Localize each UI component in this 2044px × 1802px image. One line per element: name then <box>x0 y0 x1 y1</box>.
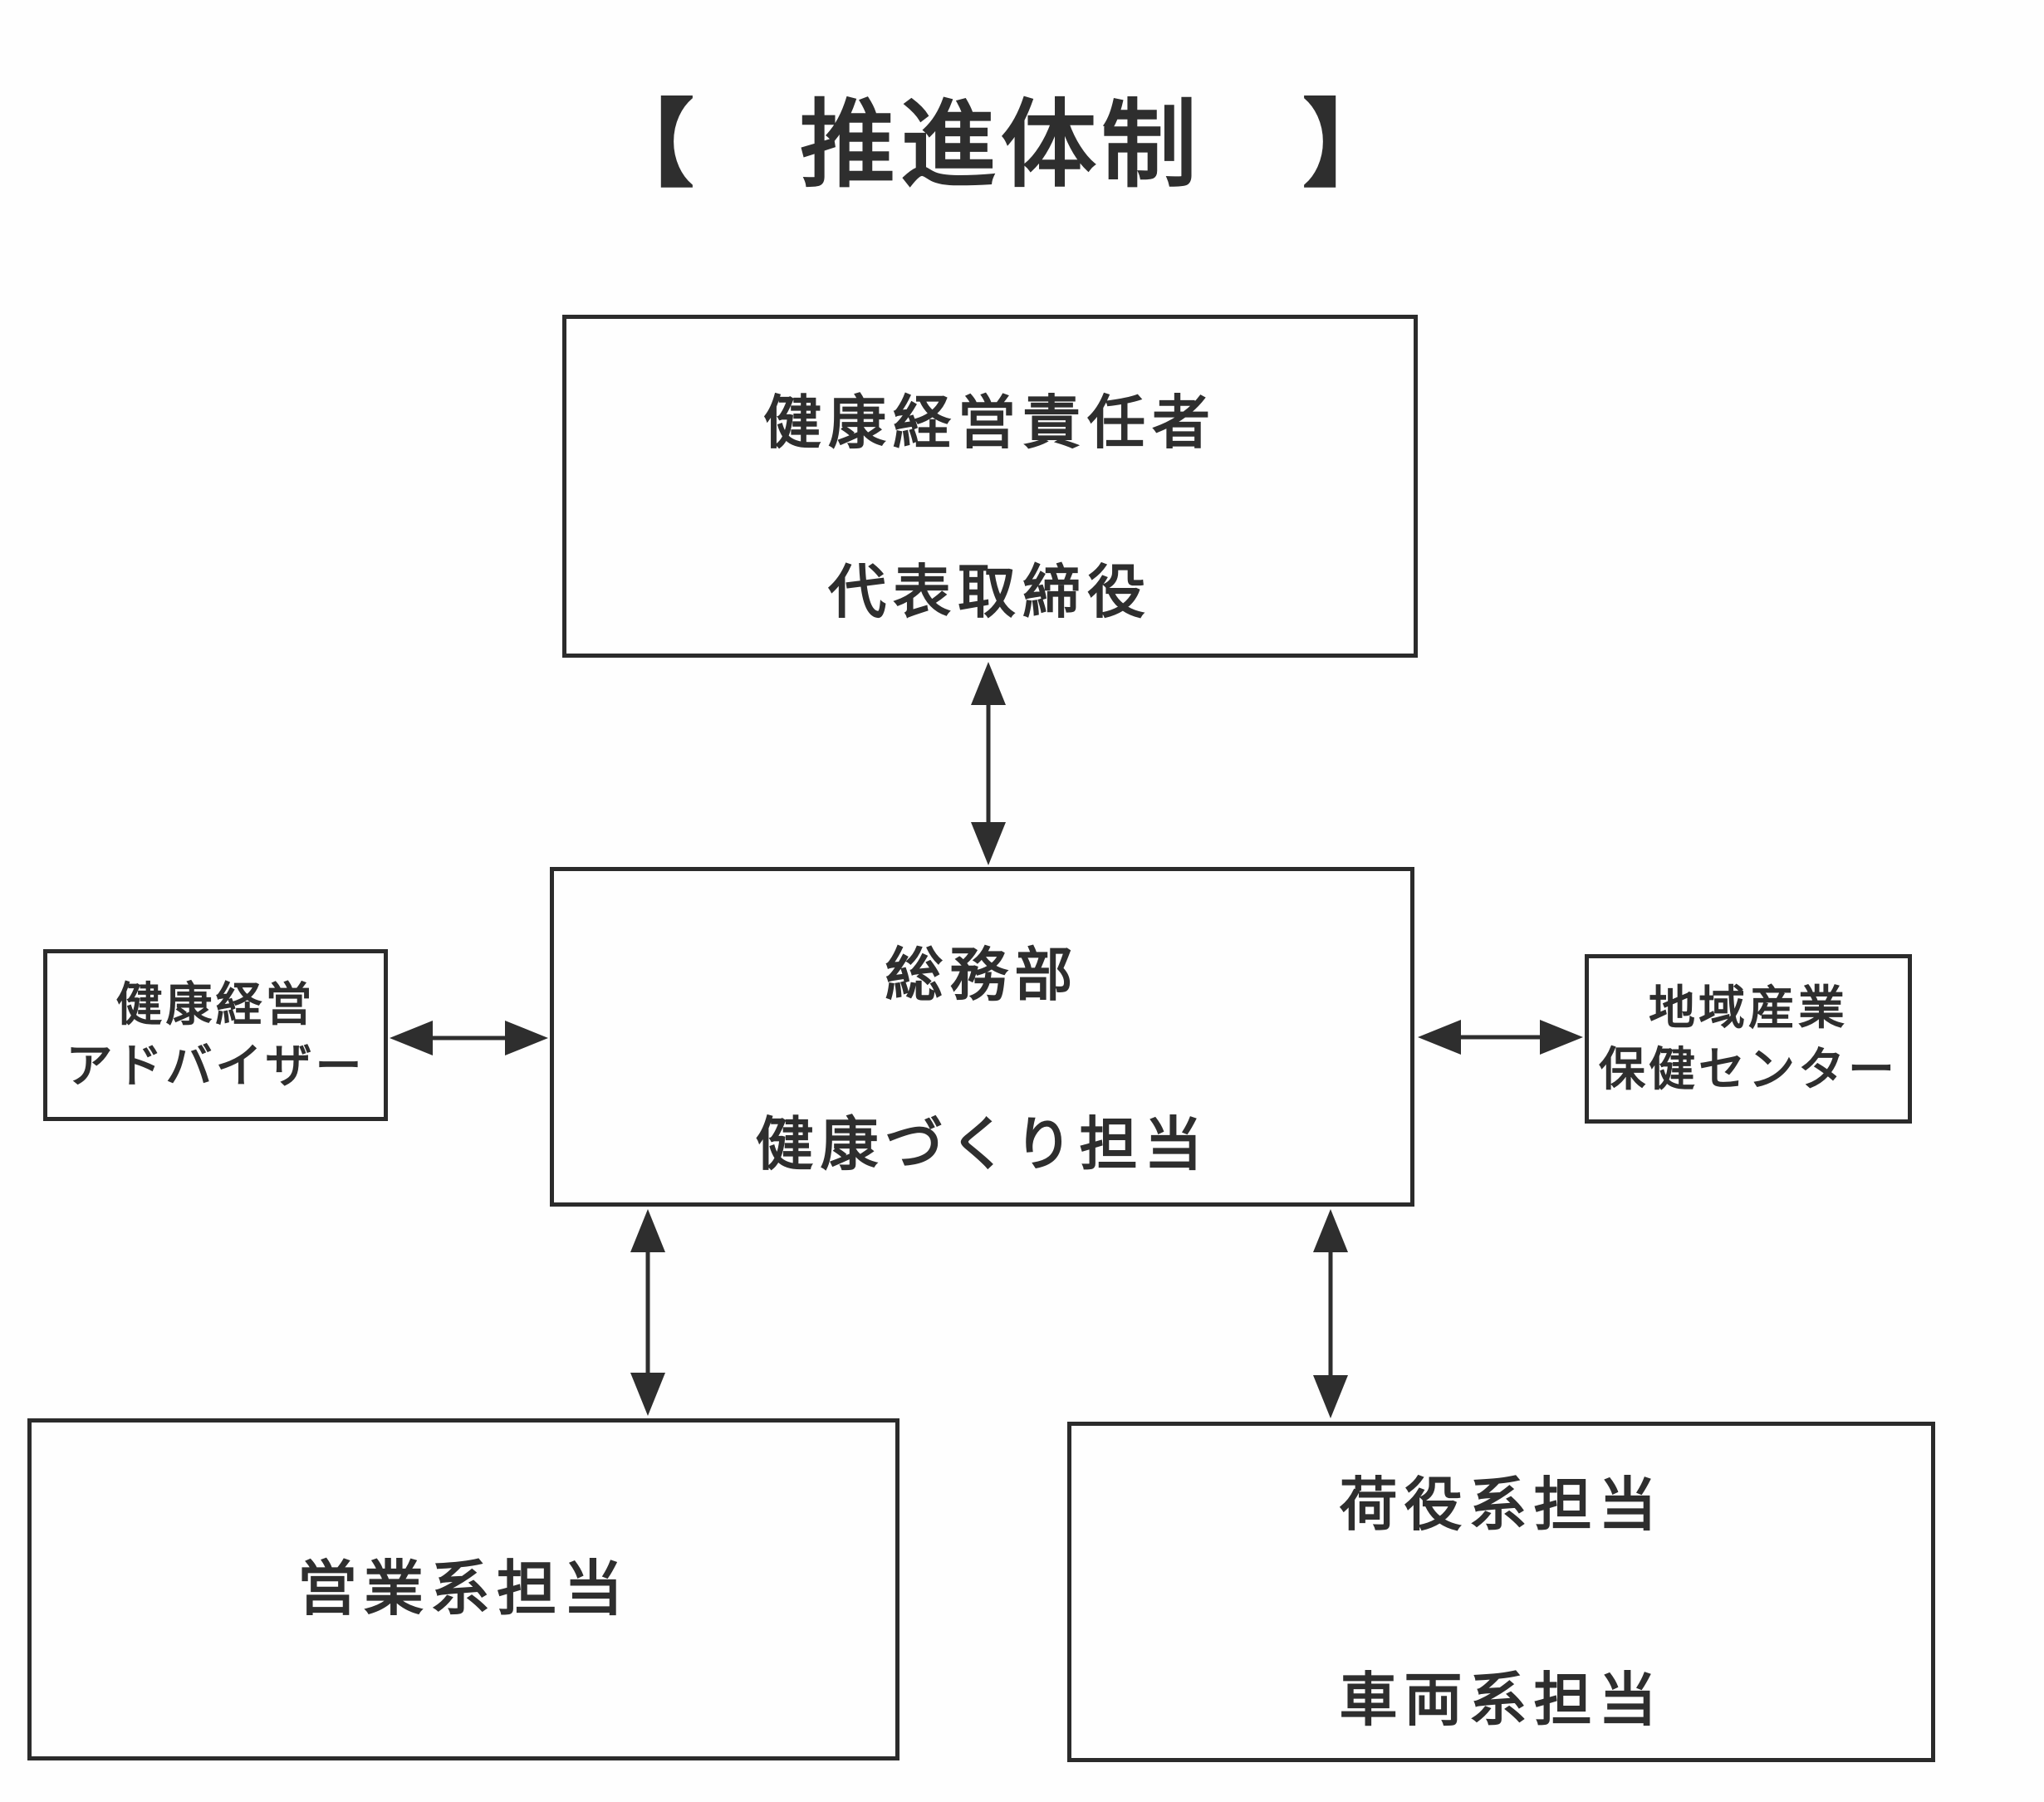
page-title: 【 推進体制 】 <box>598 92 1403 198</box>
node-line-director-title: 健康経営責任者 <box>763 390 1217 455</box>
node-line-health-promotion-staff: 健康づくり担当 <box>755 1112 1209 1177</box>
arrow-advisor-general-affairs-icon <box>390 1021 548 1055</box>
node-line-advisor-1: 健康経営 <box>115 977 316 1031</box>
node-line-advisor-2: アドバイザー <box>66 1039 365 1092</box>
arrow-general-affairs-regional-center-icon <box>1418 1020 1583 1055</box>
node-line-sales-staff: 営業系担当 <box>297 1556 630 1623</box>
arrow-general-affairs-sales-icon <box>630 1209 665 1416</box>
node-line-cargo-staff: 荷役系担当 <box>1339 1472 1664 1537</box>
node-line-regional-1: 地域産業 <box>1649 982 1848 1034</box>
node-health-management-director: 健康経営責任者 代表取締役 <box>562 315 1418 658</box>
node-regional-occupational-health-center: 地域産業 保健センター <box>1585 954 1912 1124</box>
node-sales-group: 営業系担当 <box>27 1418 899 1760</box>
node-line-general-affairs: 総務部 <box>885 943 1080 1007</box>
node-cargo-vehicle-group: 荷役系担当 車両系担当 <box>1067 1422 1935 1762</box>
arrow-director-general-affairs-icon <box>971 662 1006 865</box>
node-general-affairs-dept: 総務部 健康づくり担当 <box>550 867 1414 1207</box>
node-line-vehicle-staff: 車両系担当 <box>1339 1667 1664 1732</box>
node-line-regional-2: 保健センター <box>1599 1043 1898 1095</box>
arrow-general-affairs-cargo-vehicle-icon <box>1313 1209 1348 1418</box>
node-health-management-advisor: 健康経営 アドバイザー <box>43 949 388 1121</box>
node-line-representative-director: 代表取締役 <box>828 560 1152 624</box>
